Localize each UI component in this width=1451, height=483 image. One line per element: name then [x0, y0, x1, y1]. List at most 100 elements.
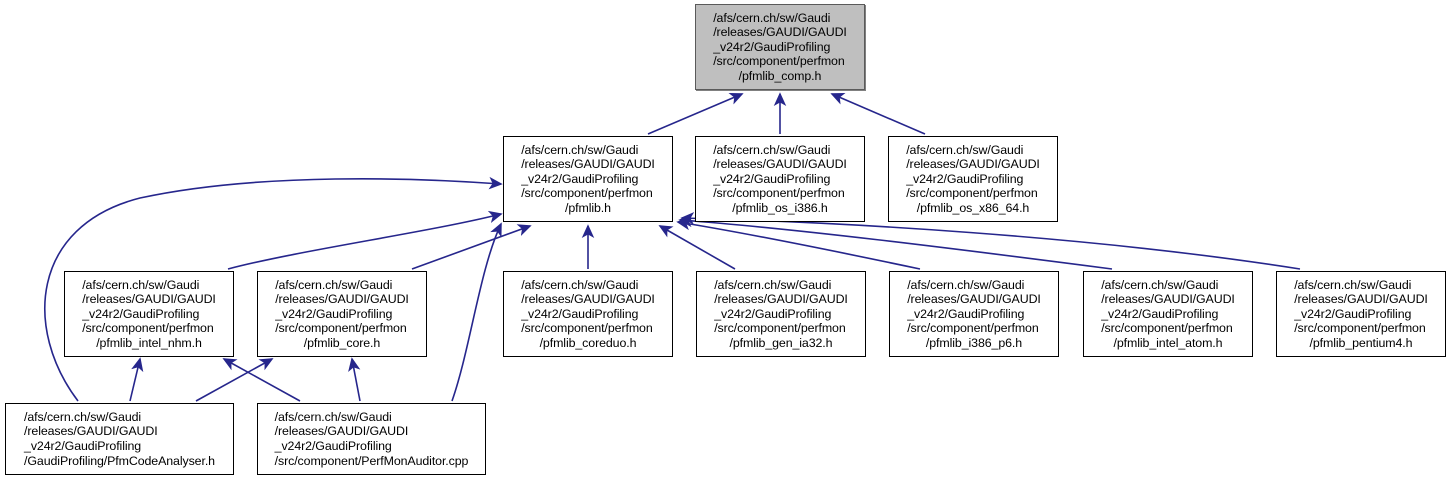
node-line: /afs/cern.ch/sw/Gaudi — [24, 409, 142, 424]
node-line: /releases/GAUDI/GAUDI — [1101, 292, 1235, 307]
node-pfmlib_core[interactable]: /afs/cern.ch/sw/Gaudi /releases/GAUDI/GA… — [257, 271, 427, 357]
node-line: /src/component/perfmon — [907, 321, 1039, 336]
edge-pfmlib_intel_atom-to-pfmlib — [678, 214, 1113, 270]
node-line: /releases/GAUDI/GAUDI — [521, 157, 655, 172]
node-filename: /src/component/PerfMonAuditor.cpp — [274, 453, 469, 468]
node-line: /src/component/perfmon — [714, 321, 846, 336]
node-filename: /pfmlib_coreduo.h — [539, 335, 637, 350]
node-pfmlib_pentium4[interactable]: /afs/cern.ch/sw/Gaudi /releases/GAUDI/GA… — [1276, 271, 1446, 357]
node-label: /afs/cern.ch/sw/Gaudi /releases/GAUDI/GA… — [1095, 278, 1241, 351]
node-line: _v24r2/GaudiProfiling — [521, 171, 639, 186]
edge-PerfMonAuditor-to-pfmlib_intel_nhm — [222, 358, 301, 402]
node-line: /afs/cern.ch/sw/Gaudi — [82, 277, 200, 292]
edge-pfmlib_gen_ia32-to-pfmlib — [658, 225, 736, 270]
node-line: /releases/GAUDI/GAUDI — [906, 157, 1040, 172]
node-line: _v24r2/GaudiProfiling — [907, 306, 1025, 321]
node-pfmlib_gen_ia32[interactable]: /afs/cern.ch/sw/Gaudi /releases/GAUDI/GA… — [696, 271, 866, 357]
node-line: /releases/GAUDI/GAUDI — [274, 424, 409, 439]
node-line: /afs/cern.ch/sw/Gaudi — [1101, 277, 1219, 292]
edge-pfmlib_core-to-pfmlib — [411, 224, 532, 270]
node-line: /afs/cern.ch/sw/Gaudi — [713, 142, 831, 157]
edge-pfmlib_intel_nhm-to-pfmlib — [227, 210, 503, 270]
edge-PerfMonAuditor-to-pfmlib_core — [348, 357, 361, 402]
node-line: /src/component/perfmon — [521, 321, 653, 336]
edge-pfmlib_os_x86_64-to-pfmlib_comp — [830, 93, 926, 135]
node-filename: /pfmlib_pentium4.h — [1309, 335, 1413, 350]
node-line: /afs/cern.ch/sw/Gaudi — [714, 277, 832, 292]
node-line: /releases/GAUDI/GAUDI — [1294, 292, 1428, 307]
node-line: /releases/GAUDI/GAUDI — [24, 424, 158, 439]
node-line: _v24r2/GaudiProfiling — [82, 306, 200, 321]
node-pfmlib_i386_p6[interactable]: /afs/cern.ch/sw/Gaudi /releases/GAUDI/GA… — [889, 271, 1059, 357]
node-filename: /pfmlib_core.h — [303, 335, 381, 350]
edge-PfmCodeAnalyser-to-pfmlib_intel_nhm — [129, 357, 144, 402]
node-PfmCodeAnalyser[interactable]: /afs/cern.ch/sw/Gaudi /releases/GAUDI/GA… — [5, 403, 234, 475]
node-line: /releases/GAUDI/GAUDI — [521, 292, 655, 307]
node-line: _v24r2/GaudiProfiling — [906, 171, 1024, 186]
node-filename: /pfmlib_i386_p6.h — [925, 335, 1023, 350]
node-label: /afs/cern.ch/sw/Gaudi /releases/GAUDI/GA… — [707, 11, 853, 84]
node-line: /releases/GAUDI/GAUDI — [713, 157, 847, 172]
edge-pfmlib_i386_p6-to-pfmlib — [676, 217, 921, 270]
node-line: /src/component/perfmon — [82, 321, 214, 336]
node-label: /afs/cern.ch/sw/Gaudi /releases/GAUDI/GA… — [515, 143, 661, 216]
node-label: /afs/cern.ch/sw/Gaudi /releases/GAUDI/GA… — [269, 278, 415, 351]
node-line: /afs/cern.ch/sw/Gaudi — [274, 409, 392, 424]
edge-pfmlib-to-pfmlib_comp — [647, 92, 744, 135]
node-label: /afs/cern.ch/sw/Gaudi /releases/GAUDI/GA… — [18, 410, 221, 468]
node-line: _v24r2/GaudiProfiling — [713, 171, 831, 186]
node-line: /releases/GAUDI/GAUDI — [82, 292, 216, 307]
node-label: /afs/cern.ch/sw/Gaudi /releases/GAUDI/GA… — [901, 278, 1047, 351]
node-line: /src/component/perfmon — [906, 186, 1038, 201]
node-line: _v24r2/GaudiProfiling — [24, 439, 142, 453]
node-pfmlib_coreduo[interactable]: /afs/cern.ch/sw/Gaudi /releases/GAUDI/GA… — [503, 271, 673, 357]
node-line: /src/component/perfmon — [275, 321, 407, 336]
node-filename: /pfmlib_os_i386.h — [732, 200, 828, 215]
node-line: /afs/cern.ch/sw/Gaudi — [1294, 277, 1412, 292]
node-line: _v24r2/GaudiProfiling — [1294, 306, 1412, 321]
node-pfmlib_os_x86_64[interactable]: /afs/cern.ch/sw/Gaudi /releases/GAUDI/GA… — [888, 136, 1058, 222]
node-line: _v24r2/GaudiProfiling — [274, 439, 392, 453]
node-filename: /pfmlib_comp.h — [738, 68, 822, 83]
node-line: /src/component/perfmon — [713, 54, 845, 69]
node-line: /afs/cern.ch/sw/Gaudi — [907, 277, 1025, 292]
node-line: /src/component/perfmon — [1101, 321, 1233, 336]
node-label: /afs/cern.ch/sw/Gaudi /releases/GAUDI/GA… — [707, 143, 853, 216]
node-label: /afs/cern.ch/sw/Gaudi /releases/GAUDI/GA… — [900, 143, 1046, 216]
node-label: /afs/cern.ch/sw/Gaudi /releases/GAUDI/GA… — [269, 410, 475, 468]
node-line: _v24r2/GaudiProfiling — [1101, 306, 1219, 321]
node-line: /afs/cern.ch/sw/Gaudi — [521, 277, 639, 292]
node-pfmlib[interactable]: /afs/cern.ch/sw/Gaudi /releases/GAUDI/GA… — [503, 136, 673, 222]
node-line: /releases/GAUDI/GAUDI — [714, 292, 848, 307]
node-filename: /pfmlib_os_x86_64.h — [916, 200, 1030, 215]
node-filename: /pfmlib.h — [565, 200, 611, 215]
node-filename: /pfmlib_intel_nhm.h — [96, 335, 202, 350]
node-pfmlib_intel_nhm[interactable]: /afs/cern.ch/sw/Gaudi /releases/GAUDI/GA… — [64, 271, 234, 357]
edge-pfmlib_pentium4-to-pfmlib — [680, 212, 1301, 270]
node-PerfMonAuditor[interactable]: /afs/cern.ch/sw/Gaudi /releases/GAUDI/GA… — [257, 403, 486, 475]
node-pfmlib_os_i386[interactable]: /afs/cern.ch/sw/Gaudi /releases/GAUDI/GA… — [695, 136, 865, 222]
node-line: /src/component/perfmon — [1294, 321, 1426, 336]
node-pfmlib_intel_atom[interactable]: /afs/cern.ch/sw/Gaudi /releases/GAUDI/GA… — [1083, 271, 1253, 357]
node-label: /afs/cern.ch/sw/Gaudi /releases/GAUDI/GA… — [76, 278, 222, 351]
node-line: /src/component/perfmon — [521, 186, 653, 201]
node-filename: /GaudiProfiling/PfmCodeAnalyser.h — [24, 453, 215, 468]
node-label: /afs/cern.ch/sw/Gaudi /releases/GAUDI/GA… — [708, 278, 854, 351]
node-line: /afs/cern.ch/sw/Gaudi — [521, 142, 639, 157]
edge-PfmCodeAnalyser-to-pfmlib_core — [195, 358, 274, 402]
node-line: _v24r2/GaudiProfiling — [521, 306, 639, 321]
node-line: /releases/GAUDI/GAUDI — [907, 292, 1041, 307]
node-label: /afs/cern.ch/sw/Gaudi /releases/GAUDI/GA… — [1288, 278, 1434, 351]
node-line: _v24r2/GaudiProfiling — [713, 39, 831, 54]
node-line: /src/component/perfmon — [713, 186, 845, 201]
node-label: /afs/cern.ch/sw/Gaudi /releases/GAUDI/GA… — [515, 278, 661, 351]
node-line: /releases/GAUDI/GAUDI — [275, 292, 409, 307]
node-line: /afs/cern.ch/sw/Gaudi — [275, 277, 393, 292]
node-line: /releases/GAUDI/GAUDI — [713, 25, 847, 40]
node-line: /afs/cern.ch/sw/Gaudi — [713, 10, 831, 25]
edge-PerfMonAuditor-to-pfmlib — [451, 222, 502, 402]
node-filename: /pfmlib_intel_atom.h — [1113, 335, 1223, 350]
node-line: _v24r2/GaudiProfiling — [275, 306, 393, 321]
node-line: _v24r2/GaudiProfiling — [714, 306, 832, 321]
node-pfmlib_comp[interactable]: /afs/cern.ch/sw/Gaudi /releases/GAUDI/GA… — [695, 4, 865, 90]
